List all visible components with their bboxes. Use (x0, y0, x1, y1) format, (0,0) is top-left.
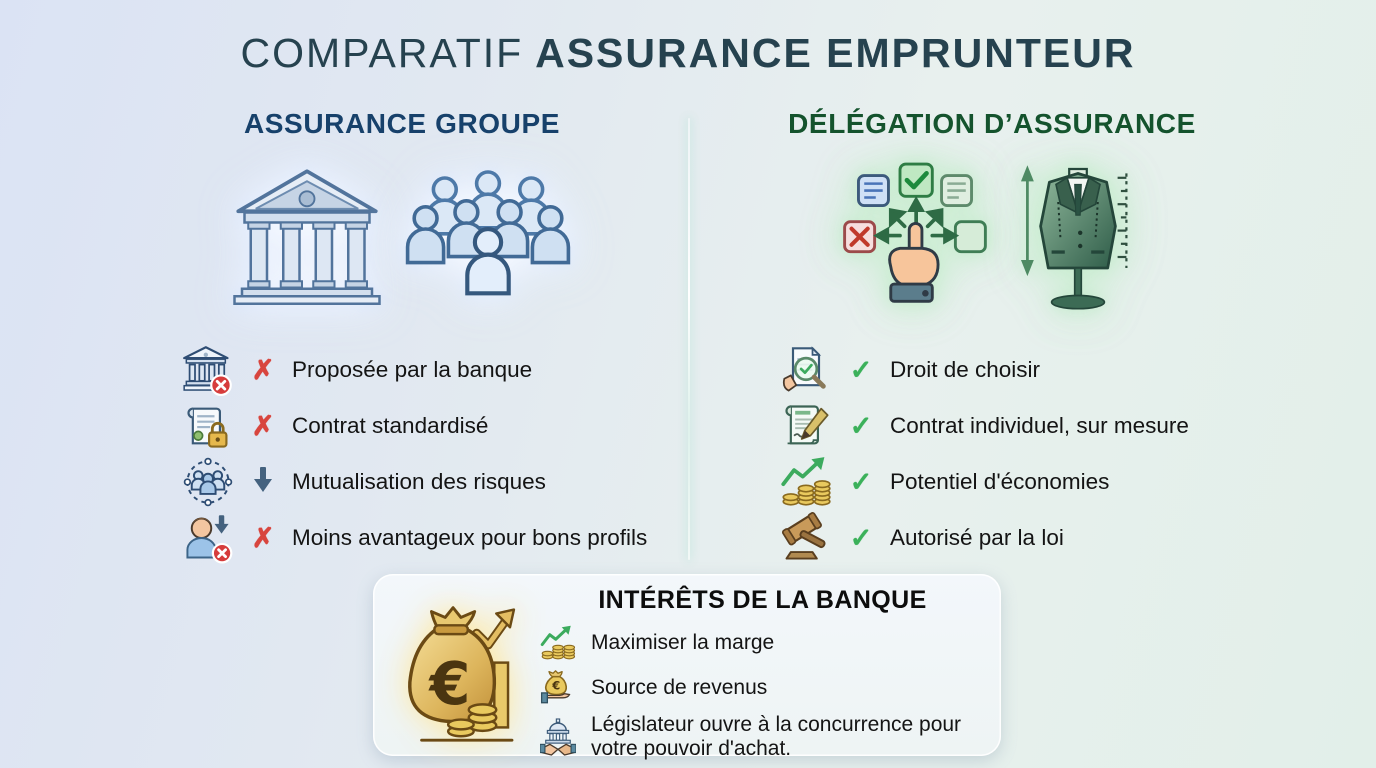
left-item-list: ✗ Proposée par la banque (132, 342, 672, 566)
coins-growth-icon (780, 456, 832, 508)
locked-contract-icon (182, 400, 234, 452)
page-title: COMPARATIF ASSURANCE EMPRUNTEUR (0, 30, 1376, 77)
right-item-list: ✓ Droit de choisir ✓ (722, 342, 1262, 566)
item-label: Proposée par la banque (292, 357, 533, 382)
list-item: Législateur ouvre à la concurrence pour … (538, 713, 987, 760)
government-handshake-icon (538, 717, 578, 757)
person-downgrade-icon (182, 512, 234, 564)
list-item: ✓ Contrat individuel, sur mesure (722, 398, 1262, 454)
item-label: Contrat standardisé (292, 413, 489, 438)
check-mark-icon: ✓ (849, 466, 873, 497)
item-label: Potentiel d'économies (890, 469, 1110, 494)
cross-mark-icon: ✗ (251, 410, 275, 441)
gavel-icon (780, 512, 832, 564)
bank-interests-content: INTÉRÊTS DE LA BANQUE Maximiser la marge (538, 574, 1001, 765)
delegation-assurance-column: DÉLÉGATION D’ASSURANCE (722, 108, 1262, 566)
list-item: ✗ Moins avantageux pour bons profils (132, 510, 672, 566)
people-network-icon (182, 456, 234, 508)
item-label: Source de revenus (591, 676, 768, 700)
coins-growth-icon (538, 623, 578, 663)
contract-pen-icon (780, 400, 832, 452)
list-item: ✗ Contrat standardisé (132, 398, 672, 454)
item-label: Contrat individuel, sur mesure (890, 413, 1189, 438)
right-hero-icons (722, 148, 1262, 326)
check-mark-icon: ✓ (849, 522, 873, 553)
list-item: ✓ Potentiel d'économies (722, 454, 1262, 510)
hand-money-icon: € (538, 668, 578, 708)
assurance-groupe-column: ASSURANCE GROUPE (132, 108, 672, 566)
down-arrow-icon (247, 466, 279, 498)
svg-text:€: € (551, 679, 560, 693)
item-label: Législateur ouvre à la concurrence pour … (591, 713, 962, 760)
bank-crossed-icon (182, 344, 234, 396)
page-title-light: COMPARATIF (240, 30, 524, 76)
check-mark-icon: ✓ (849, 410, 873, 441)
list-item: ✗ Proposée par la banque (132, 342, 672, 398)
check-mark-icon: ✓ (849, 354, 873, 385)
choice-click-icon (840, 156, 990, 319)
item-label: Moins avantageux pour bons profils (292, 525, 648, 550)
item-label: Autorisé par la loi (890, 525, 1064, 550)
bank-interests-panel: € INTÉRÊTS DE LA BANQUE (373, 574, 1001, 760)
list-item: ✓ Droit de choisir (722, 342, 1262, 398)
list-item: Mutualisation des risques (132, 454, 672, 510)
cross-mark-icon: ✗ (251, 522, 275, 553)
item-label: Maximiser la marge (591, 631, 775, 655)
page-title-bold: ASSURANCE EMPRUNTEUR (535, 30, 1136, 76)
item-label: Droit de choisir (890, 357, 1041, 382)
document-magnifier-icon (780, 344, 832, 396)
tailored-suit-icon (1012, 155, 1144, 320)
item-label: Mutualisation des risques (292, 469, 546, 494)
crowd-icon (404, 159, 572, 316)
cross-mark-icon: ✗ (251, 354, 275, 385)
bank-interests-title: INTÉRÊTS DE LA BANQUE (598, 586, 927, 614)
list-item: Maximiser la marge (538, 623, 987, 663)
list-item: € Source de revenus (538, 668, 987, 708)
left-column-header: ASSURANCE GROUPE (243, 108, 561, 139)
column-divider (688, 118, 690, 560)
left-hero-icons (132, 148, 672, 326)
money-bag-growth-icon: € (373, 574, 538, 750)
bank-building-icon (232, 156, 382, 319)
right-column-header: DÉLÉGATION D’ASSURANCE (788, 108, 1196, 139)
svg-text:€: € (427, 649, 470, 718)
list-item: ✓ Autorisé par la loi (722, 510, 1262, 566)
